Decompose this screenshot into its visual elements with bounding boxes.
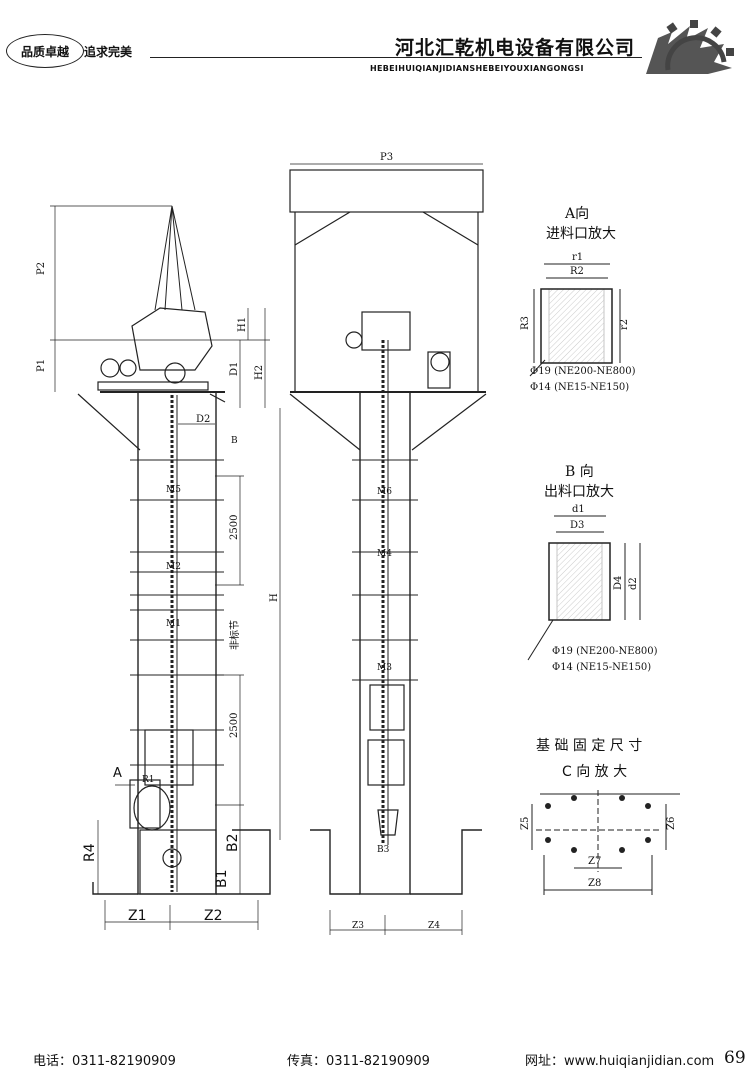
left-dimension-labels: P2 P1 H1 H2 D1 D2 B M5 M2 M1 2500 非标节 25…: [36, 262, 280, 924]
view-a-note1: Φ19 (NE200-NE800): [530, 366, 636, 377]
middle-elevator-view: [289, 163, 487, 935]
view-a-r2b: r2: [619, 319, 630, 330]
dim-z4: Z4: [428, 921, 440, 931]
dim-m2: M2: [166, 562, 181, 572]
view-c-title: 基 础 固 定 尺 寸: [536, 737, 642, 754]
dim-z2: Z2: [204, 908, 223, 924]
slogan-right: 追求完美: [84, 45, 133, 59]
left-elevator-view: [50, 205, 281, 930]
dim-z3: Z3: [352, 921, 364, 931]
dim-b2: B2: [225, 833, 241, 852]
dim-h: H: [269, 593, 280, 602]
view-b-d1: d1: [572, 504, 585, 515]
dim-h2: H2: [254, 365, 265, 380]
footer-tel: 电话：0311-82190909: [33, 1054, 176, 1069]
view-b-note2: Φ14 (NE15-NE150): [552, 662, 651, 673]
dim-nonstd: 非标节: [229, 620, 241, 650]
dim-h1: H1: [237, 317, 248, 332]
header-rule: [150, 57, 642, 58]
view-b-d2: d2: [628, 577, 639, 590]
dim-d2: D2: [196, 414, 210, 425]
dim-r4: R4: [82, 843, 98, 862]
view-c-z7: Z7: [588, 856, 601, 867]
view-b-detail: B 向 出料口放大 d1 D3 D4 d2 Φ19 (NE200-NE800) …: [527, 464, 658, 673]
dim-m6: M6: [377, 487, 392, 497]
dim-p1: P1: [36, 359, 47, 372]
footer-website: 网址：www.huiqianjidian.com: [525, 1054, 715, 1069]
dim-m1: M1: [166, 619, 181, 629]
view-c-detail: 基 础 固 定 尺 寸 C 向 放 大 Z5 Z6 Z7 Z8: [520, 737, 680, 895]
view-a-title: A向: [564, 206, 589, 222]
middle-dimension-labels: P3 M6 M4 M3 B3 Z3 Z4: [352, 152, 440, 931]
view-c-z5: Z5: [520, 817, 531, 830]
slogan-left-text: 品质卓越: [20, 44, 69, 59]
dim-r1: R1: [142, 775, 155, 785]
view-b-title: B 向: [565, 464, 594, 480]
page-number: 69: [724, 1048, 746, 1068]
dim-d1: D1: [229, 362, 240, 376]
view-a-note2: Φ14 (NE15-NE150): [530, 382, 629, 393]
slogan-left: 品质卓越: [6, 34, 84, 68]
dim-2500-top: 2500: [229, 515, 240, 540]
view-b-d3: D3: [570, 520, 584, 531]
dim-p2: P2: [36, 262, 47, 275]
dim-b3: B3: [377, 845, 390, 855]
page-header: 品质卓越 追求完美 河北汇乾机电设备有限公司 HEBEIHUIQIANJIDIA…: [0, 0, 750, 90]
company-name: 河北汇乾机电设备有限公司: [395, 37, 636, 59]
dim-2500-bottom: 2500: [229, 713, 240, 738]
view-a-detail: A向 进料口放大 r1 R2 R3 r2 Φ19 (NE200-NE800) Φ…: [520, 206, 636, 393]
dim-z1: Z1: [128, 908, 147, 924]
company-pinyin: HEBEIHUIQIANJIDIANSHEBEIYOUXIANGONGSI: [370, 64, 584, 73]
footer-fax: 传真：0311-82190909: [287, 1054, 430, 1069]
view-c-z6: Z6: [666, 817, 677, 830]
view-b-note1: Φ19 (NE200-NE800): [552, 646, 658, 657]
dim-b1: B1: [214, 869, 230, 888]
elevator-drawing: P2 P1 H1 H2 D1 D2 B M5 M2 M1 2500 非标节 25…: [36, 152, 680, 935]
view-a-r2: R2: [570, 266, 584, 277]
dim-m3: M3: [377, 663, 392, 673]
dim-p3: P3: [380, 152, 393, 163]
gear-logo-icon: [646, 20, 734, 74]
dim-m4: M4: [377, 549, 392, 559]
view-a-subtitle: 进料口放大: [546, 226, 616, 242]
view-a-r3: R3: [520, 316, 531, 330]
view-b-d4: D4: [613, 576, 624, 590]
page-footer: 电话：0311-82190909 传真：0311-82190909 网址：www…: [0, 1048, 750, 1078]
view-c-subtitle: C 向 放 大: [562, 764, 627, 780]
view-a-r1: r1: [572, 252, 583, 263]
dim-b-arrow: B: [231, 436, 238, 446]
view-b-subtitle: 出料口放大: [544, 484, 614, 500]
view-c-z8: Z8: [588, 878, 601, 889]
dim-a-arrow: A: [113, 766, 122, 781]
dim-m5: M5: [166, 485, 181, 495]
